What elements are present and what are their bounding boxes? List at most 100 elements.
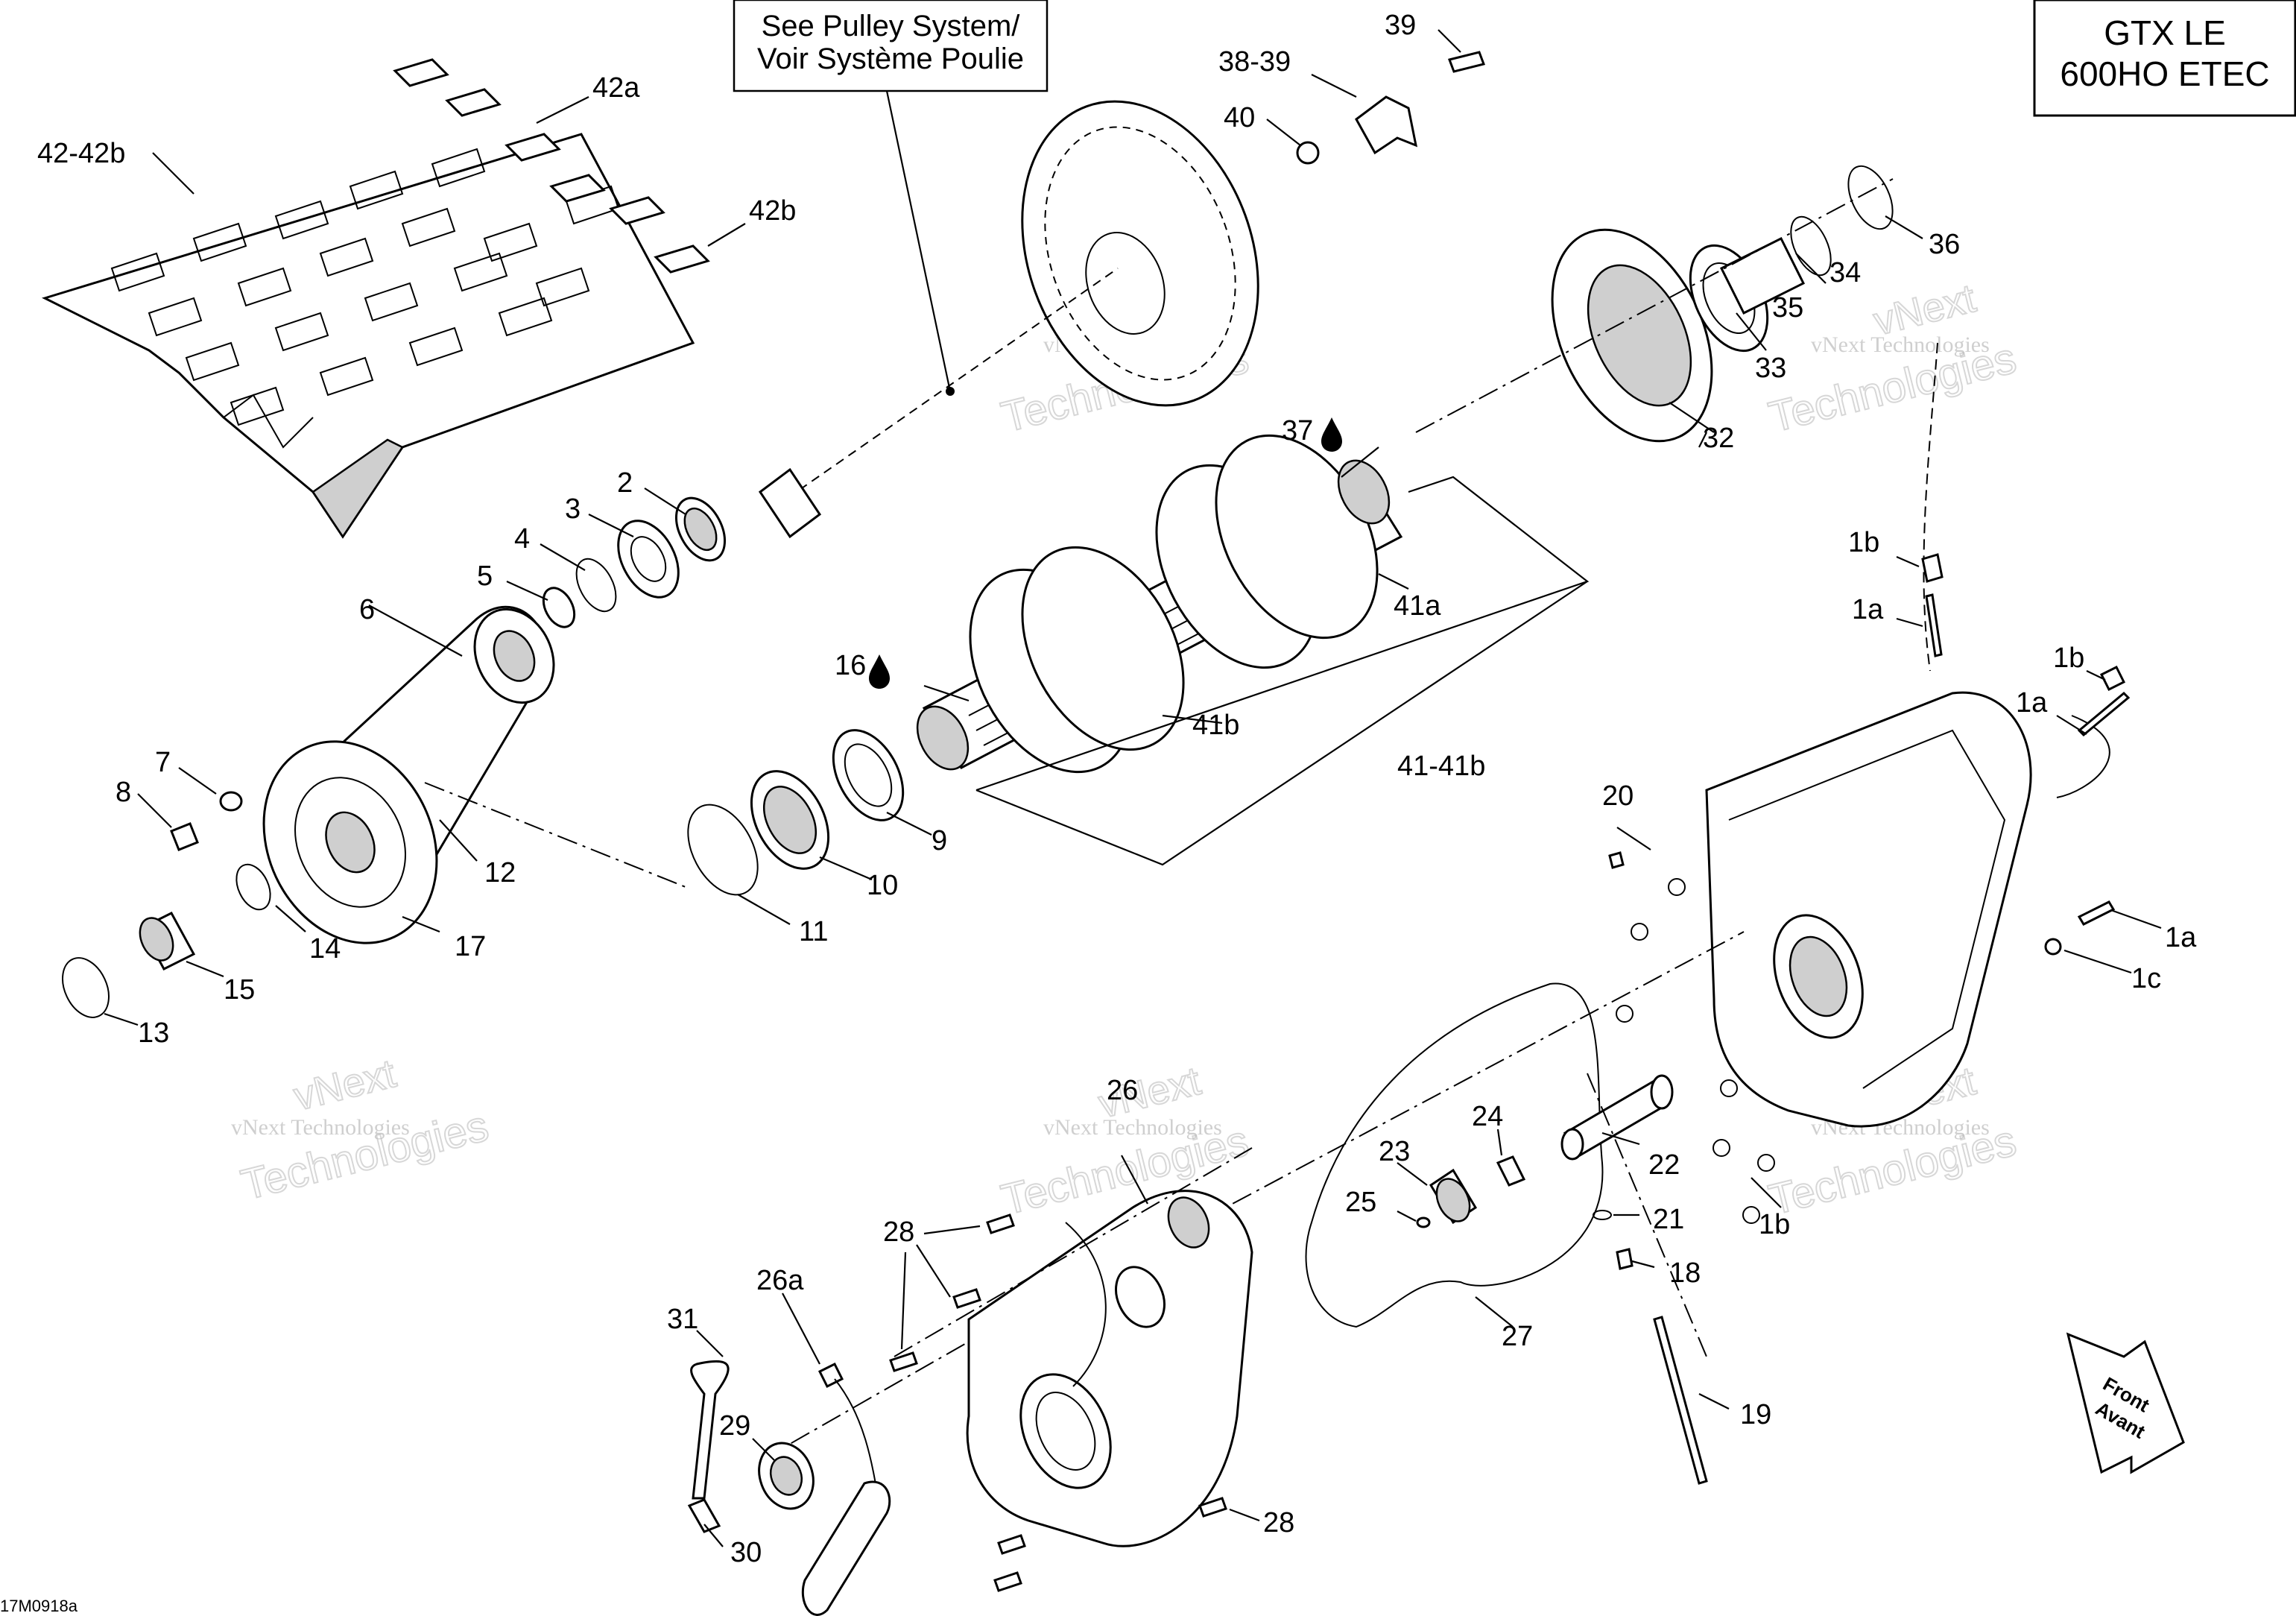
leader xyxy=(1229,1508,1260,1522)
gasket-and-tensioner xyxy=(1305,982,1730,1485)
leader xyxy=(1751,1177,1782,1208)
axis-line xyxy=(1043,931,1745,1305)
leader xyxy=(368,605,463,657)
leader xyxy=(2086,670,2106,681)
leader xyxy=(2056,715,2087,735)
callout-28-bottom: 28 xyxy=(1263,1507,1294,1538)
watermark-brand: vNext Technologies xyxy=(1811,332,1990,357)
callout-23: 23 xyxy=(1379,1136,1410,1167)
chaincase-cover-right xyxy=(1043,342,2162,1305)
callout-15: 15 xyxy=(224,974,255,1006)
callout-1b-right: 1b xyxy=(2053,643,2084,674)
leader xyxy=(782,1293,820,1365)
axis-line xyxy=(1415,178,1894,433)
axis-line xyxy=(424,782,686,888)
watermark-4: vNext Technologies Technologies vNext xyxy=(231,1050,494,1211)
leader xyxy=(1397,1162,1428,1186)
leader xyxy=(1162,714,1223,725)
callout-22: 22 xyxy=(1648,1149,1680,1181)
leader xyxy=(886,812,932,836)
callout-32: 32 xyxy=(1703,423,1734,454)
callout-21: 21 xyxy=(1653,1204,1684,1235)
leader xyxy=(923,1225,981,1235)
track-clips xyxy=(393,58,710,274)
bracket-line xyxy=(975,581,1588,866)
leader xyxy=(1341,446,1379,478)
callout-13: 13 xyxy=(138,1017,169,1049)
leader xyxy=(1438,29,1461,53)
leader xyxy=(1378,573,1409,590)
drop-icon xyxy=(869,654,890,689)
callout-1c: 1c xyxy=(2131,963,2161,994)
pulley-note-leader xyxy=(885,90,952,392)
callout-39: 39 xyxy=(1385,10,1416,41)
leader xyxy=(186,960,224,978)
callout-7: 7 xyxy=(155,747,171,778)
leader xyxy=(1885,215,1923,239)
pulley-note-line2: Voir Système Poulie xyxy=(757,42,1024,75)
leader xyxy=(506,580,548,602)
leader xyxy=(178,767,217,795)
callout-1b-bottom: 1b xyxy=(1759,1209,1790,1240)
callout-16: 16 xyxy=(835,650,866,681)
seals-9-11 xyxy=(687,729,932,925)
leader xyxy=(1795,253,1827,284)
leader xyxy=(540,543,586,571)
leader xyxy=(1311,74,1357,98)
callout-29: 29 xyxy=(719,1410,750,1442)
leader xyxy=(137,793,172,828)
leader xyxy=(2108,908,2162,929)
watermark-brand: vNext Technologies xyxy=(231,1115,410,1140)
callout-1b-top: 1b xyxy=(1848,527,1879,558)
callout-1a-right: 1a xyxy=(2016,687,2048,719)
leader xyxy=(1121,1155,1148,1205)
leader xyxy=(752,1438,776,1462)
callout-2: 2 xyxy=(617,467,633,499)
leader xyxy=(1601,1131,1640,1146)
leader xyxy=(900,1252,907,1350)
watermark-brand: vNext Technologies xyxy=(1043,1115,1222,1140)
sensor-and-hose xyxy=(687,1293,891,1616)
leader xyxy=(104,1012,139,1026)
callout-38-39: 38-39 xyxy=(1218,46,1291,78)
leader xyxy=(819,856,873,881)
leader xyxy=(1631,1260,1655,1269)
leader-dot xyxy=(946,387,955,396)
callout-34: 34 xyxy=(1829,257,1861,288)
callout-5: 5 xyxy=(477,561,493,592)
leader xyxy=(1475,1296,1514,1328)
bracket-line xyxy=(975,476,1590,792)
callout-31: 31 xyxy=(667,1304,698,1335)
leader xyxy=(1616,827,1651,850)
axis-line xyxy=(1587,1073,1707,1357)
chaincase-cover-bottom xyxy=(759,1147,1260,1592)
leader xyxy=(703,1524,724,1547)
leader xyxy=(1397,1211,1417,1222)
callout-17: 17 xyxy=(455,931,486,962)
model-title-box: GTX LE 600HO ETEC xyxy=(2033,0,2296,117)
callout-27: 27 xyxy=(1502,1321,1533,1352)
callout-28-top: 28 xyxy=(883,1216,914,1248)
callout-10: 10 xyxy=(867,870,898,901)
callout-25: 25 xyxy=(1345,1187,1376,1218)
callout-12: 12 xyxy=(484,857,516,889)
leader xyxy=(916,1244,951,1298)
leader xyxy=(536,96,589,124)
small-parts-left xyxy=(62,767,306,1026)
bracket-38 xyxy=(1266,29,1485,165)
callout-14: 14 xyxy=(309,933,341,965)
leader xyxy=(275,905,306,932)
model-title-line2: 600HO ETEC xyxy=(2060,54,2269,93)
diagram-code: 17M0918a xyxy=(0,1597,78,1615)
callout-11: 11 xyxy=(799,916,828,947)
bearings-2-5 xyxy=(506,487,727,628)
front-direction-arrow: Front Avant xyxy=(2066,1332,2185,1474)
callout-6: 6 xyxy=(359,594,375,625)
model-title-line1: GTX LE xyxy=(2104,13,2226,52)
callout-35: 35 xyxy=(1772,292,1803,323)
leader xyxy=(2063,949,2132,974)
callout-26: 26 xyxy=(1107,1075,1138,1106)
leader xyxy=(707,223,746,247)
callout-18: 18 xyxy=(1669,1257,1701,1289)
